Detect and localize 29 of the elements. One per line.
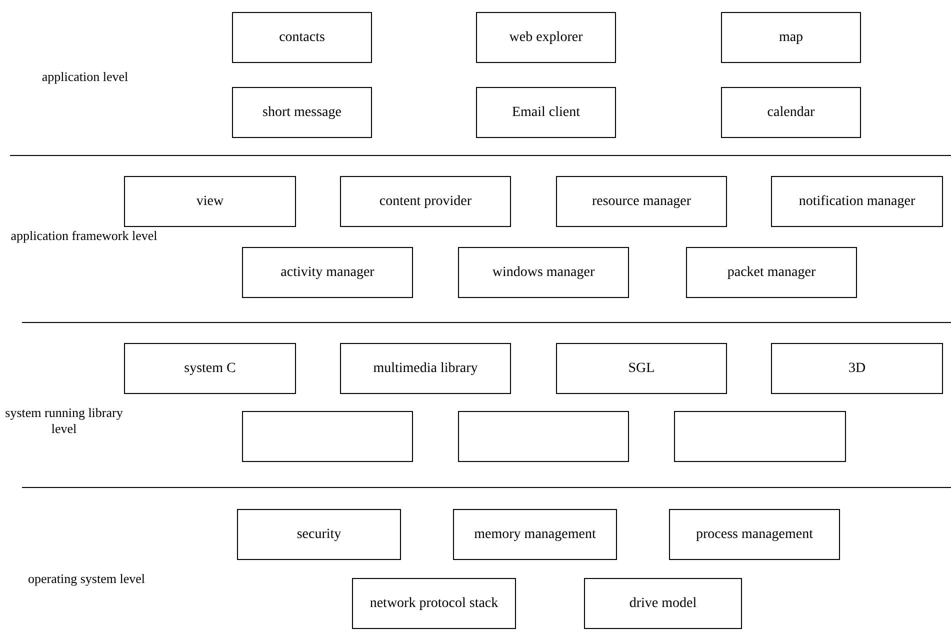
component-box: multimedia library	[340, 343, 511, 394]
component-box: 3D	[771, 343, 943, 394]
component-box: drive model	[584, 578, 742, 629]
level-label: operating system level	[27, 571, 146, 587]
component-box: memory management	[453, 509, 617, 560]
component-box: windows manager	[458, 247, 629, 298]
empty-box	[242, 411, 413, 462]
component-box: SGL	[556, 343, 727, 394]
component-box: resource manager	[556, 176, 727, 227]
component-box: content provider	[340, 176, 511, 227]
empty-box	[674, 411, 846, 462]
component-box: map	[721, 12, 861, 63]
component-box: short message	[232, 87, 372, 138]
component-box: process management	[669, 509, 840, 560]
component-box: calendar	[721, 87, 861, 138]
level-label: system running library level	[4, 405, 124, 437]
component-box: Email client	[476, 87, 616, 138]
component-box: network protocol stack	[352, 578, 516, 629]
component-box: contacts	[232, 12, 372, 63]
component-box: view	[124, 176, 296, 227]
component-box: activity manager	[242, 247, 413, 298]
level-label: application level	[40, 69, 130, 85]
component-box: security	[237, 509, 401, 560]
component-box: system C	[124, 343, 296, 394]
component-box: web explorer	[476, 12, 616, 63]
component-box: packet manager	[686, 247, 857, 298]
empty-box	[458, 411, 629, 462]
level-label: application framework level	[10, 228, 158, 244]
component-box: notification manager	[771, 176, 943, 227]
